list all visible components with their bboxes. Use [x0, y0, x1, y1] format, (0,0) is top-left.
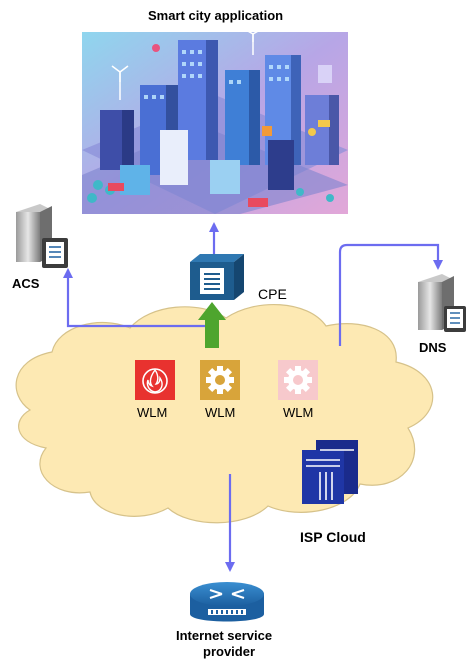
provider-label-line2: provider [203, 644, 256, 659]
wlm-label-1: WLM [137, 405, 168, 420]
wlm-firewall-module-icon [135, 360, 175, 400]
smart-city-illustration [82, 29, 348, 214]
cpe-label: CPE [258, 286, 287, 302]
dns-server-icon [418, 274, 466, 332]
wlm-label-3: WLM [283, 405, 314, 420]
upload-arrow-icon [198, 302, 226, 348]
cpe-device-icon [190, 254, 244, 300]
router-icon [190, 582, 264, 622]
dns-label: DNS [419, 340, 447, 355]
isp-cloud-label: ISP Cloud [300, 529, 366, 545]
diagram-title: Smart city application [148, 8, 284, 23]
wlm-gear-module-icon [200, 360, 240, 400]
provider-label-line1: Internet service [176, 628, 273, 643]
cloud-to-dns-connector [338, 243, 443, 346]
wlm-gear-light-module-icon [278, 360, 318, 400]
acs-server-icon [16, 204, 68, 268]
isp-server-rack-icon [302, 440, 358, 504]
wlm-label-2: WLM [205, 405, 236, 420]
acs-label: ACS [12, 276, 40, 291]
cpe-to-acs-connector [63, 268, 217, 328]
